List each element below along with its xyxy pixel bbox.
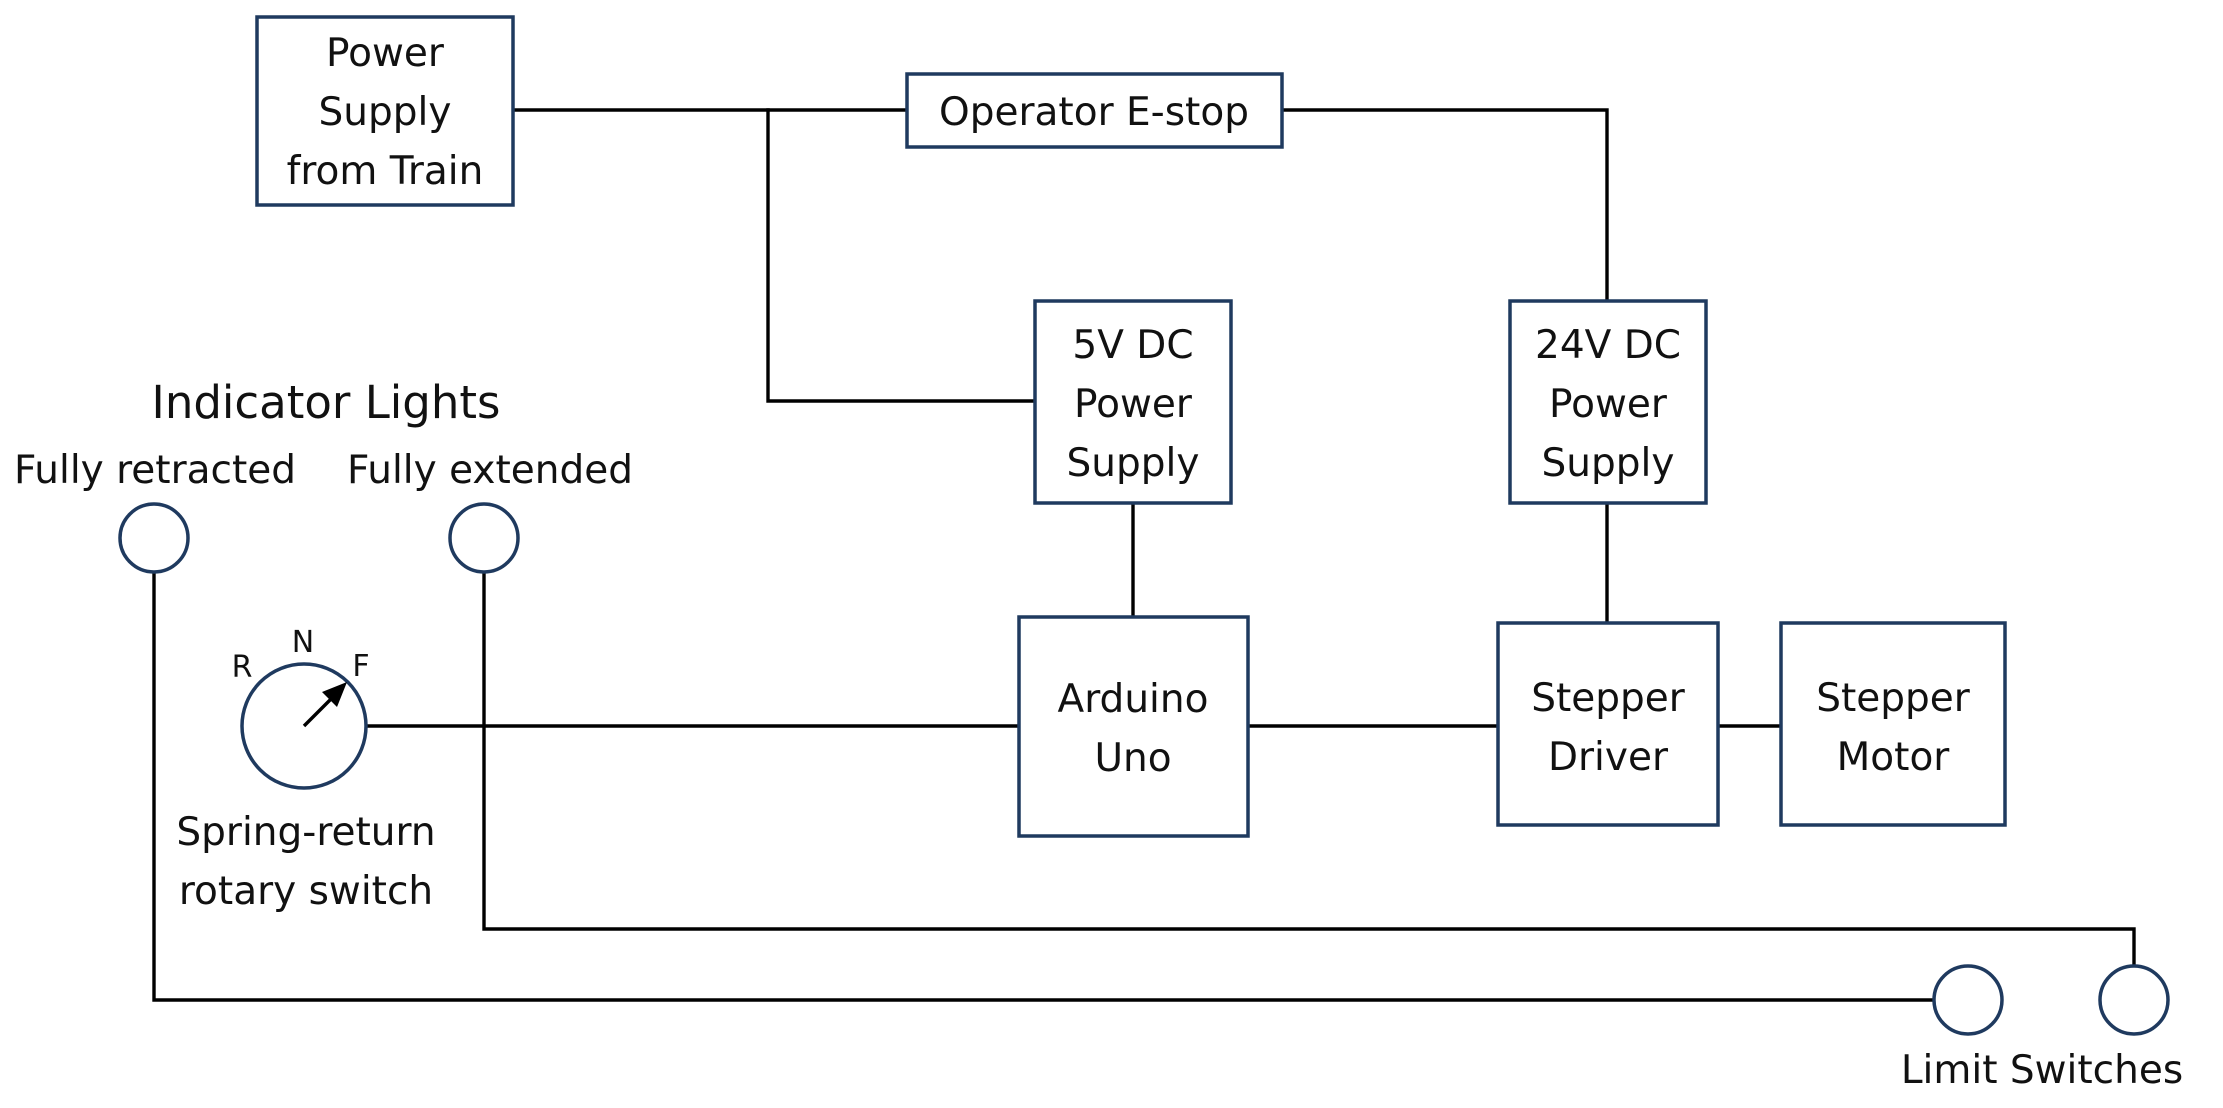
- wire-estop-to-24v: [1280, 108, 1609, 303]
- indicator-lights-heading: Indicator Lights: [152, 376, 501, 429]
- dc24v-power-supply-block: 24V DC Power Supply: [1508, 299, 1708, 505]
- power-supply-from-train-block: Power Supply from Train: [255, 15, 515, 207]
- rotary-switch-pointer-arrowhead: [322, 682, 347, 707]
- rotary-switch-group: R N F Spring-return rotary switch: [176, 625, 435, 914]
- stepper-driver-line-1: Stepper: [1531, 676, 1686, 721]
- fully-retracted-indicator-light: [118, 502, 190, 574]
- operator-estop-block: Operator E-stop: [905, 72, 1284, 149]
- wire-retracted-to-limit1: [152, 570, 1936, 1002]
- limit-switch-extended: [2098, 964, 2170, 1036]
- rotary-switch-caption-line-1: Spring-return: [176, 810, 435, 855]
- fully-retracted-label: Fully retracted: [14, 448, 296, 493]
- rotary-switch-position-n: N: [292, 625, 314, 660]
- dc5v-power-supply-line-2: Power: [1074, 382, 1193, 427]
- rotary-switch-caption-line-2: rotary switch: [179, 869, 433, 914]
- stepper-motor-block: Stepper Motor: [1779, 621, 2007, 827]
- indicator-lights-group: Indicator Lights Fully retracted Fully e…: [14, 376, 633, 574]
- arduino-uno-line-2: Uno: [1094, 736, 1171, 781]
- dc5v-power-supply-block: 5V DC Power Supply: [1033, 299, 1233, 505]
- limit-switches-group: Limit Switches: [1901, 964, 2183, 1093]
- wire-branch-to-5v: [766, 108, 1037, 403]
- wires: [152, 108, 2136, 1002]
- limit-switches-label: Limit Switches: [1901, 1048, 2183, 1093]
- fully-extended-label: Fully extended: [347, 448, 633, 493]
- rotary-switch-position-f: F: [352, 649, 369, 684]
- stepper-motor-line-2: Motor: [1837, 735, 1951, 780]
- limit-switch-retracted: [1932, 964, 2004, 1036]
- arduino-uno-block: Arduino Uno: [1017, 615, 1250, 838]
- power-supply-from-train-line-1: Power: [326, 31, 445, 76]
- dc5v-power-supply-line-3: Supply: [1067, 441, 1200, 486]
- stepper-driver-block: Stepper Driver: [1496, 621, 1720, 827]
- fully-extended-indicator-light: [448, 502, 520, 574]
- dc24v-power-supply-line-2: Power: [1549, 382, 1668, 427]
- stepper-driver-line-2: Driver: [1548, 735, 1669, 780]
- dc24v-power-supply-line-3: Supply: [1542, 441, 1675, 486]
- rotary-switch-position-r: R: [232, 650, 253, 685]
- power-supply-from-train-line-3: from Train: [287, 149, 484, 194]
- wire-extended-to-limit2: [482, 570, 2136, 969]
- power-supply-from-train-line-2: Supply: [319, 90, 452, 135]
- operator-estop-label: Operator E-stop: [939, 90, 1249, 135]
- dc24v-power-supply-line-1: 24V DC: [1535, 323, 1681, 368]
- dc5v-power-supply-line-1: 5V DC: [1072, 323, 1193, 368]
- rotary-switch-pointer: [302, 694, 336, 728]
- stepper-motor-line-1: Stepper: [1816, 676, 1971, 721]
- arduino-uno-line-1: Arduino: [1058, 677, 1209, 722]
